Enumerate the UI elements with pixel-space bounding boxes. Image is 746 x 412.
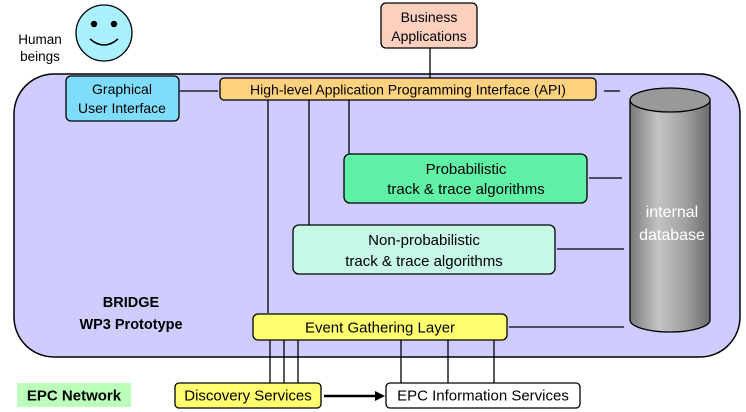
probabilistic-label-2: track & trace algorithms [387, 181, 545, 198]
api-label: High-level Application Programming Inter… [250, 82, 566, 98]
database-cylinder-icon: internal database [629, 87, 711, 333]
business-applications-box[interactable]: Business Applications [380, 2, 478, 49]
non-probabilistic-label-2: track & trace algorithms [345, 253, 503, 270]
probabilistic-label-1: Probabilistic [426, 161, 507, 178]
gui-label-2: User Interface [78, 100, 166, 116]
api-box[interactable]: High-level Application Programming Inter… [219, 77, 597, 101]
discovery-label: Discovery Services [184, 388, 312, 405]
smiley-face-icon [75, 4, 133, 62]
human-label-1: Human [18, 32, 62, 47]
non-probabilistic-box[interactable]: Non-probabilistic track & trace algorith… [292, 224, 556, 275]
discovery-services-box[interactable]: Discovery Services [174, 382, 322, 409]
connector-lines [180, 48, 624, 383]
epcis-label: EPC Information Services [397, 388, 569, 405]
business-label-1: Business [401, 9, 458, 25]
epc-network-label: EPC Network [27, 388, 122, 405]
business-label-2: Applications [391, 28, 467, 44]
bridge-title: BRIDGE [103, 295, 160, 311]
probabilistic-box[interactable]: Probabilistic track & trace algorithms [343, 153, 588, 204]
bridge-container [13, 73, 741, 358]
human-label-2: beings [20, 49, 60, 64]
bridge-subtitle: WP3 Prototype [79, 317, 182, 333]
event-layer-label: Event Gathering Layer [305, 320, 455, 337]
non-probabilistic-label-1: Non-probabilistic [368, 232, 480, 249]
database-label-1: internal [646, 204, 698, 221]
gui-box[interactable]: Graphical User Interface [65, 75, 180, 122]
database-label-2: database [639, 227, 705, 244]
gui-label-1: Graphical [92, 81, 152, 97]
event-gathering-layer-box[interactable]: Event Gathering Layer [252, 313, 508, 341]
epc-network-label-group: EPC Network [17, 383, 131, 407]
epc-information-services-box[interactable]: EPC Information Services [385, 382, 581, 409]
